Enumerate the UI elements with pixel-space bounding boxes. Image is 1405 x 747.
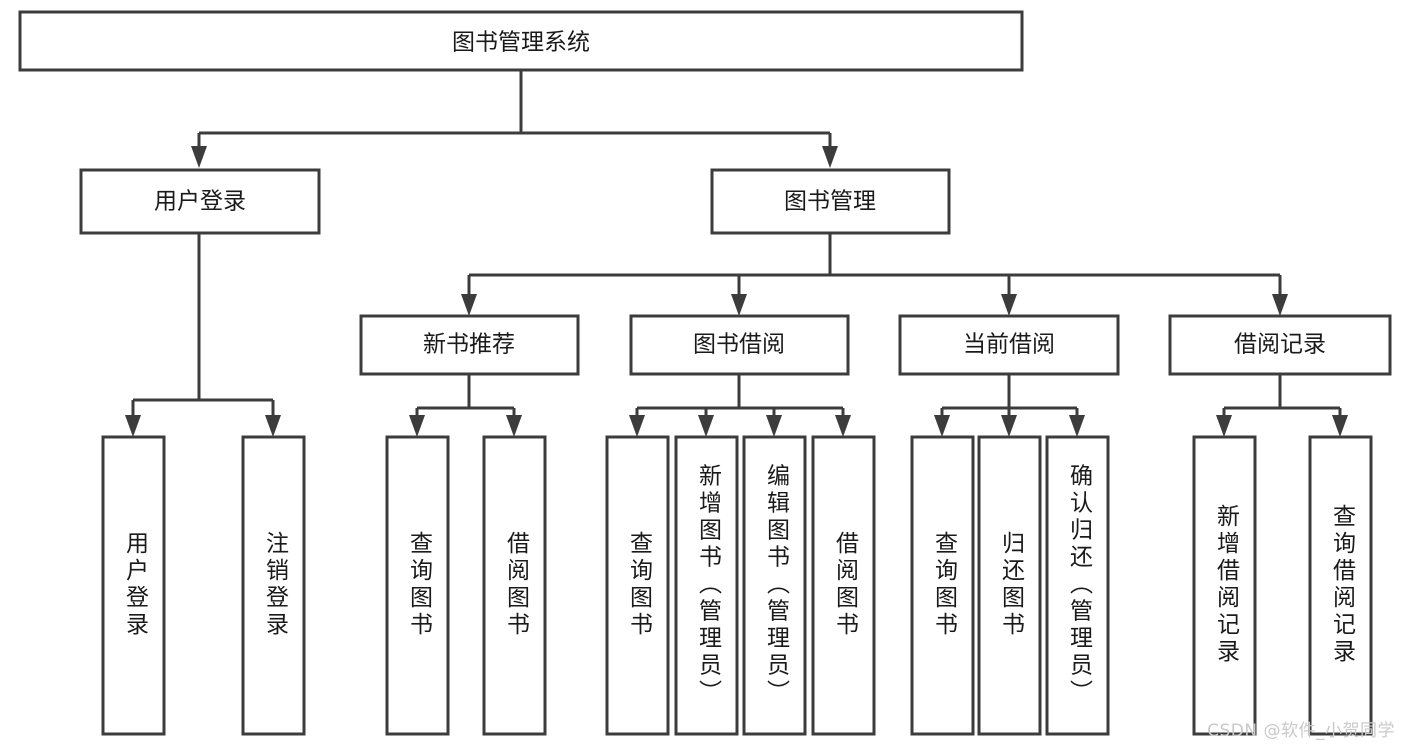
- leaf-borrow-4-box[interactable]: [811, 435, 876, 736]
- leaf-user-login-1[interactable]: 用户登录: [101, 435, 166, 736]
- leaf-record-2[interactable]: 查询借阅记录: [1308, 435, 1373, 736]
- leaf-borrow-3-box[interactable]: [742, 435, 807, 736]
- arrow-book-mgmt-c3: [1001, 294, 1017, 316]
- leaf-borrow-4-label: 借阅图书: [832, 531, 860, 639]
- arrow-current-c3: [1069, 415, 1085, 437]
- leaf-record-1[interactable]: 新增借阅记录: [1192, 435, 1257, 736]
- leaf-user-login-1-box[interactable]: [101, 435, 166, 736]
- leaf-borrow-4[interactable]: 借阅图书: [811, 435, 876, 736]
- leaf-user-login-2[interactable]: 注销登录: [241, 435, 306, 736]
- leaf-recommend-2-label: 借阅图书: [503, 531, 531, 639]
- arrow-book-mgmt-c4: [1272, 294, 1288, 316]
- node-root-label: 图书管理系统: [452, 30, 590, 56]
- node-user-login-box[interactable]: [79, 168, 321, 235]
- node-book-management[interactable]: 图书管理: [710, 168, 951, 235]
- leaf-record-1-box[interactable]: [1192, 435, 1257, 736]
- leaf-recommend-2-box[interactable]: [482, 435, 547, 736]
- node-book-borrow-label: 图书借阅: [693, 332, 785, 358]
- leaf-borrow-3[interactable]: 编辑图书（管理员）: [742, 435, 807, 736]
- node-root-box[interactable]: [18, 10, 1024, 72]
- edges-layer: [125, 70, 1348, 437]
- arrow-root-to-book-mgmt: [822, 146, 838, 168]
- leaf-borrow-2-box[interactable]: [674, 435, 739, 736]
- leaf-recommend-1-label: 查询图书: [406, 531, 434, 639]
- node-current-borrow-label: 当前借阅: [963, 332, 1055, 358]
- node-current-borrow-box[interactable]: [898, 314, 1120, 376]
- arrow-current-c2: [1001, 415, 1017, 437]
- arrow-recommend-c1: [409, 415, 425, 437]
- leaf-borrow-1-label: 查询图书: [626, 531, 654, 639]
- arrow-current-c1: [934, 415, 950, 437]
- node-new-book-recommend-label: 新书推荐: [423, 332, 515, 358]
- node-new-book-recommend-box[interactable]: [359, 314, 580, 376]
- node-current-borrow[interactable]: 当前借阅: [898, 314, 1120, 376]
- leaf-record-2-box[interactable]: [1308, 435, 1373, 736]
- arrow-recommend-c2: [506, 415, 522, 437]
- node-user-login-label: 用户登录: [154, 189, 246, 215]
- node-book-borrow-box[interactable]: [629, 314, 850, 376]
- arrow-root-to-user-login: [191, 146, 207, 168]
- leaf-recommend-1[interactable]: 查询图书: [385, 435, 450, 736]
- arrow-borrow-c1: [629, 415, 645, 437]
- leaf-current-1[interactable]: 查询图书: [910, 435, 975, 736]
- leaf-borrow-2-label: 新增图书（管理员）: [695, 464, 723, 707]
- leaf-borrow-2[interactable]: 新增图书（管理员）: [674, 435, 739, 736]
- arrow-borrow-c4: [835, 415, 851, 437]
- leaf-borrow-1[interactable]: 查询图书: [605, 435, 670, 736]
- arrow-borrow-c3: [766, 415, 782, 437]
- leaf-current-3-box[interactable]: [1045, 435, 1110, 736]
- leaf-current-3-label: 确认归还（管理员）: [1066, 464, 1094, 707]
- leaf-recommend-2[interactable]: 借阅图书: [482, 435, 547, 736]
- leaf-record-1-label: 新增借阅记录: [1213, 504, 1241, 666]
- node-root[interactable]: 图书管理系统: [18, 10, 1024, 72]
- arrow-borrow-c2: [698, 415, 714, 437]
- node-book-borrow[interactable]: 图书借阅: [629, 314, 850, 376]
- arrow-book-mgmt-c2: [731, 294, 747, 316]
- leaf-borrow-3-label: 编辑图书（管理员）: [763, 464, 791, 707]
- node-borrow-record[interactable]: 借阅记录: [1168, 314, 1392, 376]
- arrow-book-mgmt-c1: [461, 294, 477, 316]
- arrow-record-c1: [1216, 415, 1232, 437]
- leaf-user-login-2-box[interactable]: [241, 435, 306, 736]
- leaf-user-login-2-label: 注销登录: [262, 531, 290, 639]
- node-borrow-record-box[interactable]: [1168, 314, 1392, 376]
- leaf-borrow-1-box[interactable]: [605, 435, 670, 736]
- arrow-record-c2: [1332, 415, 1348, 437]
- leaf-current-1-label: 查询图书: [931, 531, 959, 639]
- node-user-login[interactable]: 用户登录: [79, 168, 321, 235]
- leaf-record-2-label: 查询借阅记录: [1329, 504, 1357, 666]
- arrow-user-login-c1: [125, 415, 141, 437]
- node-book-management-box[interactable]: [710, 168, 951, 235]
- leaf-current-2-box[interactable]: [977, 435, 1042, 736]
- node-new-book-recommend[interactable]: 新书推荐: [359, 314, 580, 376]
- node-borrow-record-label: 借阅记录: [1234, 332, 1326, 358]
- leaf-current-1-box[interactable]: [910, 435, 975, 736]
- arrow-user-login-c2: [265, 415, 281, 437]
- leaf-user-login-1-label: 用户登录: [122, 531, 150, 639]
- leaf-recommend-1-box[interactable]: [385, 435, 450, 736]
- leaf-current-3[interactable]: 确认归还（管理员）: [1045, 435, 1110, 736]
- leaf-current-2-label: 归还图书: [998, 531, 1026, 639]
- node-book-management-label: 图书管理: [784, 189, 876, 215]
- leaf-current-2[interactable]: 归还图书: [977, 435, 1042, 736]
